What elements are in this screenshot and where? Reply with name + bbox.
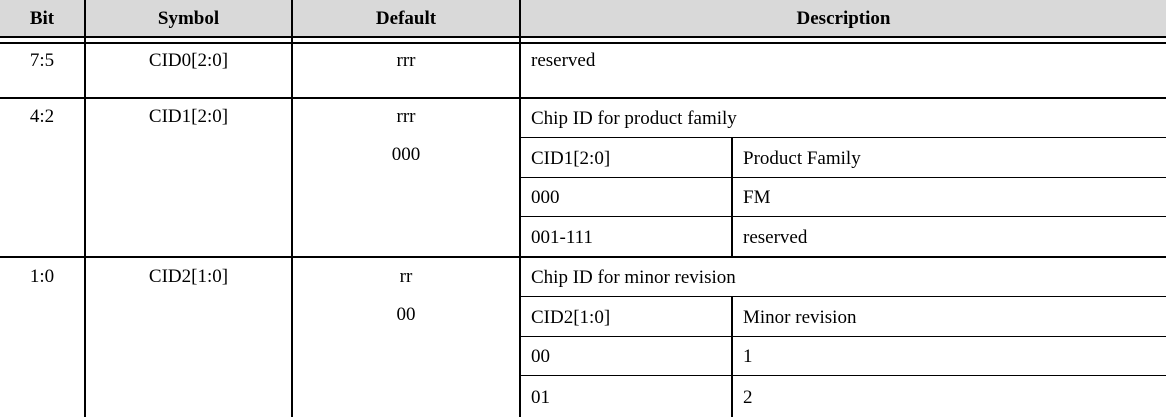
subtable-cid1-row-key: 000 (531, 187, 560, 208)
cell-description-cid1-title: Chip ID for product family (531, 107, 737, 129)
subtable-cid1-header-value: Product Family (743, 147, 861, 169)
default-chip-value: 000 (391, 144, 421, 165)
subtable-cid1-header-row: CID1[2:0] Product Family (521, 139, 1166, 177)
subtable-cid2-header-key: CID2[1:0] (531, 306, 611, 328)
cell-bit-4-2: 4:2 (29, 106, 55, 127)
default-reset-value: rr (399, 266, 413, 287)
cell-description-cid2-title: Chip ID for minor revision (531, 266, 736, 288)
default-reset-value: rrr (396, 106, 416, 127)
subtable-cid1-header-key: CID1[2:0] (531, 147, 611, 169)
cell-default-cid2: rr 00 (293, 258, 519, 325)
header-double-rule (0, 36, 1166, 44)
subtable-cid2-header-row: CID2[1:0] Minor revision (521, 298, 1166, 336)
cell-symbol-cid2: CID2[1:0] (148, 266, 229, 287)
subtable-cid2-row-key: 01 (531, 386, 550, 408)
cell-bit-1-0: 1:0 (29, 266, 55, 287)
cell-description-cid0: reserved (531, 50, 596, 71)
column-header-description: Description (796, 7, 891, 29)
column-border (519, 0, 521, 417)
default-chip-value: 00 (396, 304, 416, 325)
cell-symbol-cid1: CID1[2:0] (148, 106, 229, 127)
subtable-cid2-row-value: 1 (743, 346, 753, 367)
subtable-row-border (519, 177, 1166, 178)
subtable-cid1-row-value: reserved (743, 226, 808, 248)
row-border (0, 97, 1166, 99)
table-header-background (0, 0, 1166, 36)
subtable-row-border (519, 375, 1166, 376)
column-header-bit: Bit (29, 7, 55, 29)
column-border (84, 0, 86, 417)
subtable-cid1-row-key: 001-111 (531, 226, 593, 248)
subtable-cid1-row-value: FM (743, 187, 771, 208)
subtable-column-border (731, 296, 733, 417)
column-border (291, 0, 293, 417)
cell-default-cid0: rrr (396, 50, 416, 71)
cell-symbol-cid0: CID0[2:0] (148, 50, 229, 71)
subtable-row-border (519, 137, 1166, 138)
row-border (0, 256, 1166, 258)
subtable-row-border (519, 296, 1166, 297)
column-header-symbol: Symbol (157, 7, 220, 29)
subtable-cid2-row: 00 1 (521, 338, 1166, 375)
subtable-cid1-row: 000 FM (521, 179, 1166, 216)
subtable-cid2-row-key: 00 (531, 346, 550, 367)
subtable-row-border (519, 216, 1166, 217)
subtable-cid2-header-value: Minor revision (743, 306, 857, 328)
subtable-row-border (519, 336, 1166, 337)
cell-bit-7-5: 7:5 (29, 50, 55, 71)
column-header-default: Default (375, 7, 437, 29)
cell-default-cid1: rrr 000 (293, 99, 519, 165)
subtable-cid2-row-value: 2 (743, 386, 753, 408)
subtable-cid1-row: 001-111 reserved (521, 218, 1166, 256)
subtable-column-border (731, 137, 733, 256)
subtable-cid2-row: 01 2 (521, 377, 1166, 417)
